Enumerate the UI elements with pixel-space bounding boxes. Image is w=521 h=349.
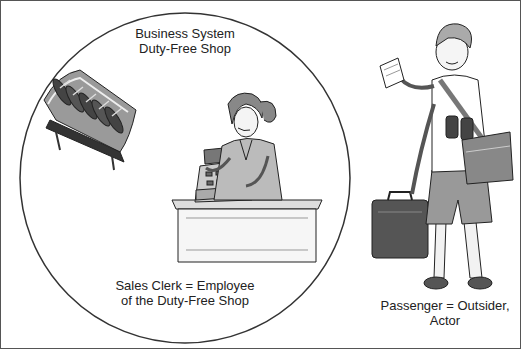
sales-clerk-figure-part (260, 101, 276, 122)
passenger-figure-part (436, 34, 468, 70)
baggage-conveyor-part (50, 77, 74, 108)
passenger-figure-part (464, 222, 482, 278)
sales-clerk-figure-part (186, 218, 308, 250)
sales-clerk-figure-part (216, 171, 222, 175)
sales-clerk-figure-part (228, 93, 263, 124)
passenger-figure-part (424, 277, 448, 289)
node-caption: Sales Clerk = Employee of the Duty-Free … (112, 278, 258, 308)
sales-clerk-figure-part (214, 138, 282, 200)
actor-caption: Passenger = Outsider, Actor (375, 298, 515, 328)
sales-clerk-figure-part (246, 156, 268, 186)
system-boundary-circle: Business System Duty-Free ShopSales Cler… (19, 12, 351, 344)
passenger-figure-part (384, 64, 400, 76)
passenger-figure-part (462, 132, 513, 184)
sales-clerk-figure-part (178, 209, 316, 262)
passenger-figure-part (461, 118, 473, 140)
sales-clerk-figure-part (206, 158, 230, 170)
passenger-figure (372, 24, 513, 289)
sales-clerk-figure (172, 93, 322, 262)
sales-clerk-figure-part (195, 160, 252, 202)
sales-clerk-figure-part (172, 200, 322, 209)
passenger-figure-part (388, 192, 412, 200)
passenger-figure-part (378, 212, 422, 213)
baggage-conveyor-part (63, 84, 87, 115)
passenger-figure-part (426, 168, 492, 224)
passenger-figure-part (436, 24, 472, 48)
baggage-conveyor-part (76, 91, 100, 122)
boundary-circle (20, 13, 350, 343)
sales-clerk-figure-part (204, 148, 225, 164)
baggage-conveyor-part (102, 105, 126, 136)
sales-clerk-figure-part (207, 181, 213, 185)
baggage-conveyor-part (48, 78, 128, 112)
passenger-figure-part (434, 222, 446, 278)
passenger-figure-part (372, 200, 428, 258)
sales-clerk-figure-part (227, 179, 233, 183)
baggage-conveyor-part (60, 80, 122, 116)
sales-clerk-figure-part (238, 128, 250, 131)
sales-clerk-figure-part (196, 186, 254, 200)
passenger-figure-part (400, 78, 434, 88)
baggage-conveyor-part (102, 105, 126, 136)
passenger-figure-part (468, 277, 492, 289)
baggage-conveyor-part (56, 132, 114, 170)
baggage-conveyor-part (89, 98, 113, 129)
passenger-figure-part (432, 75, 488, 172)
passenger-figure-part (446, 62, 458, 64)
baggage-conveyor-part (63, 84, 87, 115)
baggage-conveyor (44, 70, 136, 170)
sales-clerk-figure-part (234, 107, 258, 137)
sales-clerk-figure-part (226, 170, 232, 174)
sales-clerk-figure-part (240, 140, 252, 160)
baggage-conveyor-part (44, 70, 136, 152)
passenger-figure-part (446, 116, 458, 138)
passenger-figure-part (440, 80, 492, 152)
passenger-figure-part (380, 58, 404, 88)
sales-clerk-figure-part (217, 180, 223, 184)
baggage-conveyor-part (89, 98, 113, 129)
sales-clerk-figure-part (206, 172, 212, 176)
baggage-conveyor-part (46, 120, 124, 162)
passenger-figure-part (412, 104, 434, 194)
baggage-conveyor-part (76, 91, 100, 122)
passenger-figure-part (466, 146, 510, 152)
node-heading: Business System Duty-Free Shop (125, 26, 245, 56)
baggage-conveyor-part (50, 77, 74, 108)
